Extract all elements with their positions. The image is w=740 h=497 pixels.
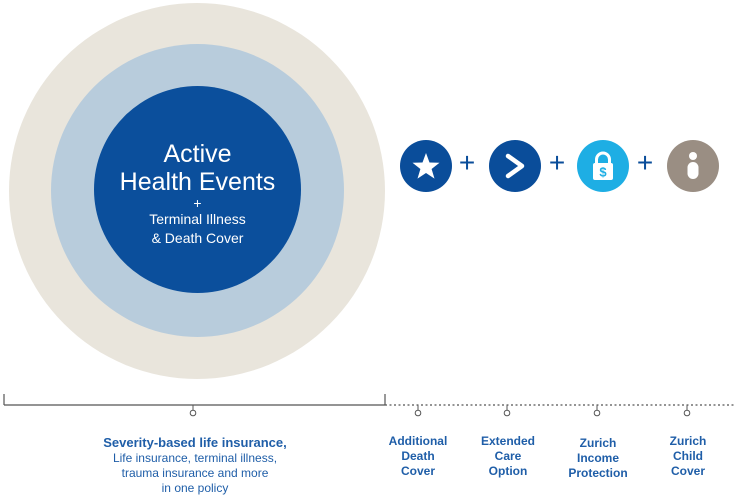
coverage-bracket (3, 394, 736, 417)
label-line: Protection (568, 466, 628, 480)
extended-care-option-label: Extended Care Option (463, 434, 553, 479)
main-label-line-1: Life insurance, terminal illness, (112, 451, 278, 465)
label-line: Option (488, 464, 528, 478)
chevron-right-icon (505, 153, 525, 179)
label-line: Cover (670, 464, 705, 478)
extended-care-option-badge (489, 140, 541, 192)
zurich-income-protection-badge: $ (577, 140, 629, 192)
additional-death-cover-label: Additional Death Cover (373, 434, 463, 479)
svg-text:$: $ (599, 165, 607, 180)
label-line: Income (576, 451, 619, 465)
severity-based-life-insurance-label: Severity-based life insurance, Life insu… (70, 434, 320, 496)
additional-death-cover-badge (400, 140, 452, 192)
zurich-child-cover-badge (667, 140, 719, 192)
label-line: Zurich (579, 436, 617, 450)
zurich-income-protection-label: Zurich Income Protection (553, 436, 643, 481)
plus-sign-1: + (458, 147, 476, 178)
label-line: Care (494, 449, 522, 463)
plus-sign-2: + (548, 147, 566, 178)
plus-sign-3: + (636, 147, 654, 178)
main-label-line-2: trauma insurance and more (121, 466, 269, 480)
label-line: Extended (480, 434, 535, 448)
child-icon (687, 152, 699, 179)
padlock-dollar-icon: $ (593, 151, 613, 180)
star-icon (412, 153, 440, 179)
label-line: Cover (400, 464, 435, 478)
main-label-heading: Severity-based life insurance, (103, 435, 287, 450)
main-label-line-3: in one policy (161, 481, 229, 495)
label-line: Zurich (669, 434, 707, 448)
zurich-child-cover-label: Zurich Child Cover (643, 434, 733, 479)
label-line: Additional (388, 434, 448, 448)
inner-circle (94, 86, 301, 293)
label-line: Child (673, 449, 703, 463)
label-line: Death (401, 449, 435, 463)
